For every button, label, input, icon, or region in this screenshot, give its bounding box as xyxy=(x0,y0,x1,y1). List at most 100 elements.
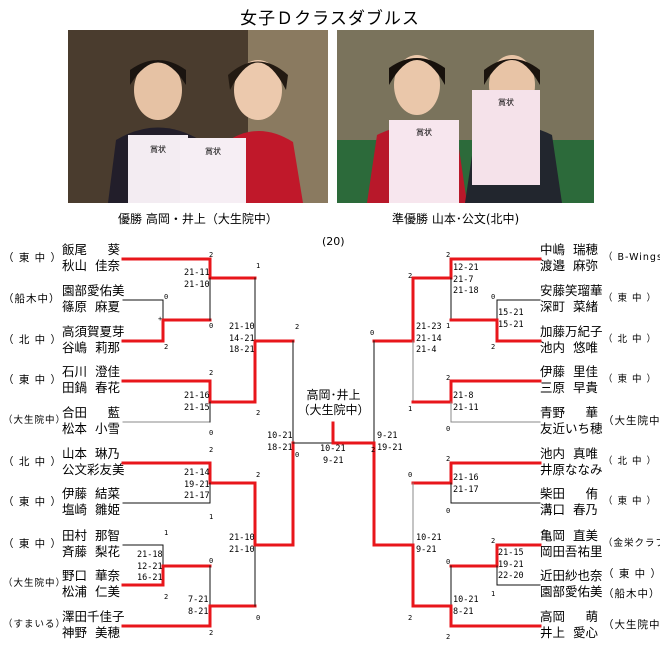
game-score: 21-23 xyxy=(416,322,442,332)
team-school: （ 東 中 ） xyxy=(3,496,63,508)
game-score: 9-21 xyxy=(323,455,344,466)
team-school: （船木中） xyxy=(3,293,61,305)
game-score: 9-21 xyxy=(377,431,398,441)
games-won: 0 xyxy=(491,293,496,301)
game-score: 21-11 xyxy=(453,402,479,413)
player-given-name: 侑 xyxy=(585,486,598,501)
player-given-name: 彩友美 xyxy=(87,462,125,477)
games-won: 0 xyxy=(256,614,261,622)
player-family-name: 園部愛佑美 xyxy=(540,584,603,599)
player-name: 友近いち穂 xyxy=(540,421,603,437)
player-name: 神野美穂 xyxy=(62,625,120,641)
certificate-text: 賞状 xyxy=(150,144,166,154)
winner-caption: 優勝 高岡・井上（大生院中） xyxy=(118,212,278,226)
game-score: 15-21 xyxy=(498,319,524,330)
team-school: （ B-Wings ） xyxy=(603,252,660,263)
player-family-name: 松浦 xyxy=(62,584,88,599)
player-name: 野口華奈 xyxy=(62,568,120,584)
player-family-name: 亀岡 xyxy=(540,528,566,543)
games-won: 1 xyxy=(408,405,413,413)
player-name: 田鍋春花 xyxy=(62,380,120,396)
player-name: 澤田千佳子 xyxy=(62,609,125,625)
player-name: 山本琳乃 xyxy=(62,446,120,462)
team-school: （ 東 中 ） xyxy=(3,252,63,264)
player-family-name: 岡田吾祐里 xyxy=(540,544,603,559)
player-name: 田村那智 xyxy=(62,528,120,544)
player-family-name: 石川 xyxy=(62,364,88,379)
player-name: 秋山佳奈 xyxy=(62,258,120,274)
games-won: 1 xyxy=(209,513,214,521)
game-score: 8-21 xyxy=(188,606,209,617)
player-name: 岡田吾祐里 xyxy=(540,544,603,560)
player-name: 合田藍 xyxy=(62,405,120,421)
game-score: 9-21 xyxy=(416,544,437,555)
game-score: 12-21 xyxy=(137,561,163,572)
player-name: 高須賀夏芽 xyxy=(62,324,125,340)
entry-count: (20) xyxy=(322,235,345,248)
player-name: 斉藤梨花 xyxy=(62,544,120,560)
player-name: 加藤万紀子 xyxy=(540,324,603,340)
game-score: 21-18 xyxy=(137,550,163,560)
game-score: 21-14 xyxy=(416,333,442,344)
team-school: （ 北 中 ） xyxy=(603,456,658,467)
team-school: （大生院中） xyxy=(603,415,660,427)
player-given-name: 結菜 xyxy=(94,486,120,501)
player-family-name: 園部愛佑美 xyxy=(62,283,125,298)
player-family-name: 飯尾 xyxy=(62,242,88,257)
runner-up-photo: 賞状 賞状 xyxy=(337,30,594,203)
team-school: （ 東 中 ） xyxy=(603,496,658,507)
team-school: （ 東 中 ） xyxy=(603,374,658,385)
game-score: 18-21 xyxy=(267,442,293,453)
player-name: 近田紗也奈 xyxy=(540,568,603,584)
game-score: 21-14 xyxy=(184,468,210,478)
player-family-name: 池内 xyxy=(540,340,566,355)
player-family-name: 近田紗也奈 xyxy=(540,568,603,583)
team-school: （ 北 中 ） xyxy=(3,334,63,346)
player-name: 塩崎雛姫 xyxy=(62,502,120,518)
player-family-name: 友近いち穂 xyxy=(540,421,603,436)
player-given-name: 藍 xyxy=(107,405,120,420)
player-given-name: 麻弥 xyxy=(572,258,598,273)
player-name: 池内悠唯 xyxy=(540,340,598,356)
player-name: 園部愛佑美 xyxy=(540,584,603,600)
games-won: 1 xyxy=(446,322,451,330)
player-family-name: 中嶋 xyxy=(540,242,566,257)
player-family-name: 塩崎 xyxy=(62,502,88,517)
player-name: 三原早貴 xyxy=(540,380,598,396)
player-name: 溝口春乃 xyxy=(540,502,598,518)
match-mark: + xyxy=(158,315,163,323)
team-school: （ 北 中 ） xyxy=(603,334,658,345)
player-family-name: 安藤笑瑠華 xyxy=(540,283,603,298)
player-family-name: 高岡 xyxy=(540,609,566,624)
player-family-name: 澤田千佳子 xyxy=(62,609,125,624)
game-score: 22-20 xyxy=(498,571,524,581)
games-won: 2 xyxy=(209,251,214,259)
game-score: 19-21 xyxy=(377,442,403,453)
games-won: 2 xyxy=(295,323,300,331)
games-won: 2 xyxy=(209,446,214,454)
team-school: （ 北 中 ） xyxy=(3,456,63,468)
team-school: （大生院中） xyxy=(3,578,67,589)
player-name: 渡邉麻弥 xyxy=(540,258,598,274)
player-given-name: 菜緒 xyxy=(572,299,598,314)
games-won: 2 xyxy=(256,409,261,417)
game-score: 21-10 xyxy=(229,544,255,555)
player-family-name: 伊藤 xyxy=(540,364,566,379)
player-name: 公文彩友美 xyxy=(62,462,125,478)
champion-names: 高岡･井上 xyxy=(306,388,361,402)
game-score: 14-21 xyxy=(229,333,255,344)
game-score: 10-21 xyxy=(320,444,346,454)
player-name: 深町菜緒 xyxy=(540,299,598,315)
games-won: 0 xyxy=(370,329,375,337)
player-given-name: 澄佳 xyxy=(94,364,120,379)
game-score: 10-21 xyxy=(416,533,442,543)
player-family-name: 井原ななみ xyxy=(540,462,603,477)
player-given-name: 愛心 xyxy=(572,625,598,640)
player-family-name: 溝口 xyxy=(540,502,566,517)
player-name: 安藤笑瑠華 xyxy=(540,283,603,299)
game-score: 21-7 xyxy=(453,274,474,285)
game-score: 21-16 xyxy=(184,391,210,401)
game-score: 18-21 xyxy=(229,345,255,355)
certificate-text: 賞状 xyxy=(416,127,432,137)
player-name: 篠原麻夏 xyxy=(62,299,120,315)
